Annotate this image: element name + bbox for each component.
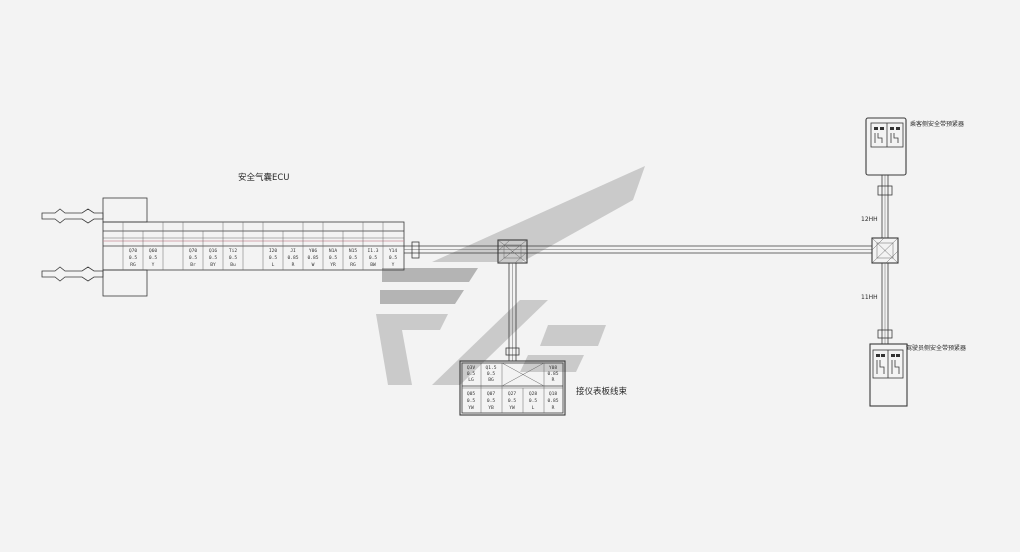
ecu-pin-size: 0.5	[149, 255, 158, 261]
ecu-pin-size: 0.85	[287, 255, 298, 261]
ecu-pin-color: W	[312, 262, 315, 268]
ecu-pin-code: Q70	[189, 248, 198, 254]
ecu-pin-color: BY	[210, 262, 216, 268]
ip-pin-bottom-size: 0.5	[467, 398, 476, 404]
ecu-pin-color: Br	[190, 262, 196, 268]
ecu-connector: Q700.5RGQ600.5YQ700.5BrQ160.5BYTi20.5BuI…	[102, 197, 405, 297]
ecu-pin-size: 0.5	[389, 255, 398, 261]
harness-clip	[877, 185, 893, 196]
ecu-pin-code: I1.3	[367, 248, 378, 254]
ecu-label: 安全气囊ECU	[238, 172, 290, 183]
ecu-pin-code: Ti2	[229, 248, 238, 254]
ecu-pin-color: R	[292, 262, 295, 268]
ecu-pin-size: 0.85	[307, 255, 318, 261]
ip-pin-bottom-size: 0.85	[547, 398, 558, 404]
ip-pin-top-color: LG	[468, 377, 474, 383]
upper-branch-length: 12HH	[861, 216, 878, 223]
seatbelt-harness	[877, 175, 893, 344]
ip-pin-top-size: 0.5	[487, 371, 496, 377]
ecu-pin-color: BW	[370, 262, 376, 268]
ip-pin-top-color: R	[552, 377, 555, 383]
ip-harness-label: 接仪表板线束	[576, 386, 628, 397]
ecu-pin-color: RG	[130, 262, 136, 268]
ecu-pin-code: Y06	[309, 248, 318, 254]
ecu-pin-code: Q70	[129, 248, 138, 254]
ecu-pin-size: 0.5	[229, 255, 238, 261]
ip-pin-bottom-code: Q27	[508, 391, 517, 397]
ecu-pin-code: I20	[269, 248, 278, 254]
ecu-pin-color: L	[272, 262, 275, 268]
ip-pin-bottom-code: Q18	[549, 391, 558, 397]
upper-pretensioner-connector	[865, 117, 907, 176]
ecu-pin-size: 0.5	[349, 255, 358, 261]
ip-pin-bottom-code: Q28	[529, 391, 538, 397]
ip-pin-bottom-color: R	[552, 405, 555, 411]
upper-device-label: 乘客侧安全带预紧器	[910, 120, 964, 128]
main-harness	[404, 241, 872, 259]
harness-clip	[877, 329, 893, 339]
ecu-pin-size: 0.5	[209, 255, 218, 261]
ip-pin-bottom-size: 0.5	[487, 398, 496, 404]
ecu-pin-color: Y	[152, 262, 155, 268]
ip-pin-top-code: Y08	[549, 365, 558, 371]
ecu-pin-size: 0.5	[329, 255, 338, 261]
lower-device-label: 驾驶员侧安全带预紧器	[906, 344, 966, 352]
ecu-pin-code: Y14	[389, 248, 398, 254]
ecu-pin-code: JI	[290, 248, 296, 254]
ecu-pin-color: Y	[392, 262, 395, 268]
ecu-pin-size: 0.5	[269, 255, 278, 261]
ip-pin-bottom-color: YW	[509, 405, 515, 411]
ip-connector-cells: Q3V0.5LGQ1.50.5BGY080.85RQ050.5YWQ070.5Y…	[467, 365, 559, 411]
right-junction	[871, 237, 899, 264]
ecu-pin-color: RG	[350, 262, 356, 268]
ip-pin-bottom-color: YW	[468, 405, 474, 411]
ecu-column-dividers	[122, 222, 384, 270]
ecu-pin-size: 0.5	[129, 255, 138, 261]
watermark-logo	[376, 166, 645, 385]
ip-pin-top-code: Q3V	[467, 365, 476, 371]
ecu-pin-code: Q16	[209, 248, 218, 254]
ip-connector: Q3V0.5LGQ1.50.5BGY080.85RQ050.5YWQ070.5Y…	[459, 360, 566, 416]
lower-branch-length: 11HH	[861, 294, 878, 301]
ecu-terminal-arrows	[41, 208, 104, 282]
ip-pin-bottom-color: L	[532, 405, 535, 411]
ip-pin-top-color: BG	[488, 377, 494, 383]
ip-pin-top-code: Q1.5	[485, 365, 496, 371]
ecu-connector-cells: Q700.5RGQ600.5YQ700.5BrQ160.5BYTi20.5BuI…	[129, 248, 398, 268]
ecu-pin-size: 0.5	[369, 255, 378, 261]
ecu-pin-size: 0.5	[189, 255, 198, 261]
ecu-pin-code: N1A	[329, 248, 338, 254]
ecu-pin-code: N15	[349, 248, 358, 254]
ecu-pin-color: YR	[330, 262, 336, 268]
ip-pin-bottom-size: 0.5	[508, 398, 517, 404]
ip-pin-top-size: 0.5	[467, 371, 476, 377]
lower-pretensioner-connector	[869, 343, 908, 407]
ip-pin-bottom-size: 0.5	[529, 398, 538, 404]
ecu-pin-code: Q60	[149, 248, 158, 254]
harness-clip	[411, 241, 420, 259]
ip-pin-bottom-color: YB	[488, 405, 494, 411]
ip-pin-top-size: 0.85	[547, 371, 558, 377]
harness-clip	[505, 347, 520, 356]
ecu-pin-color: Bu	[230, 262, 236, 268]
ip-branch	[505, 263, 520, 361]
ip-pin-bottom-code: Q05	[467, 391, 476, 397]
ip-pin-bottom-code: Q07	[487, 391, 496, 397]
